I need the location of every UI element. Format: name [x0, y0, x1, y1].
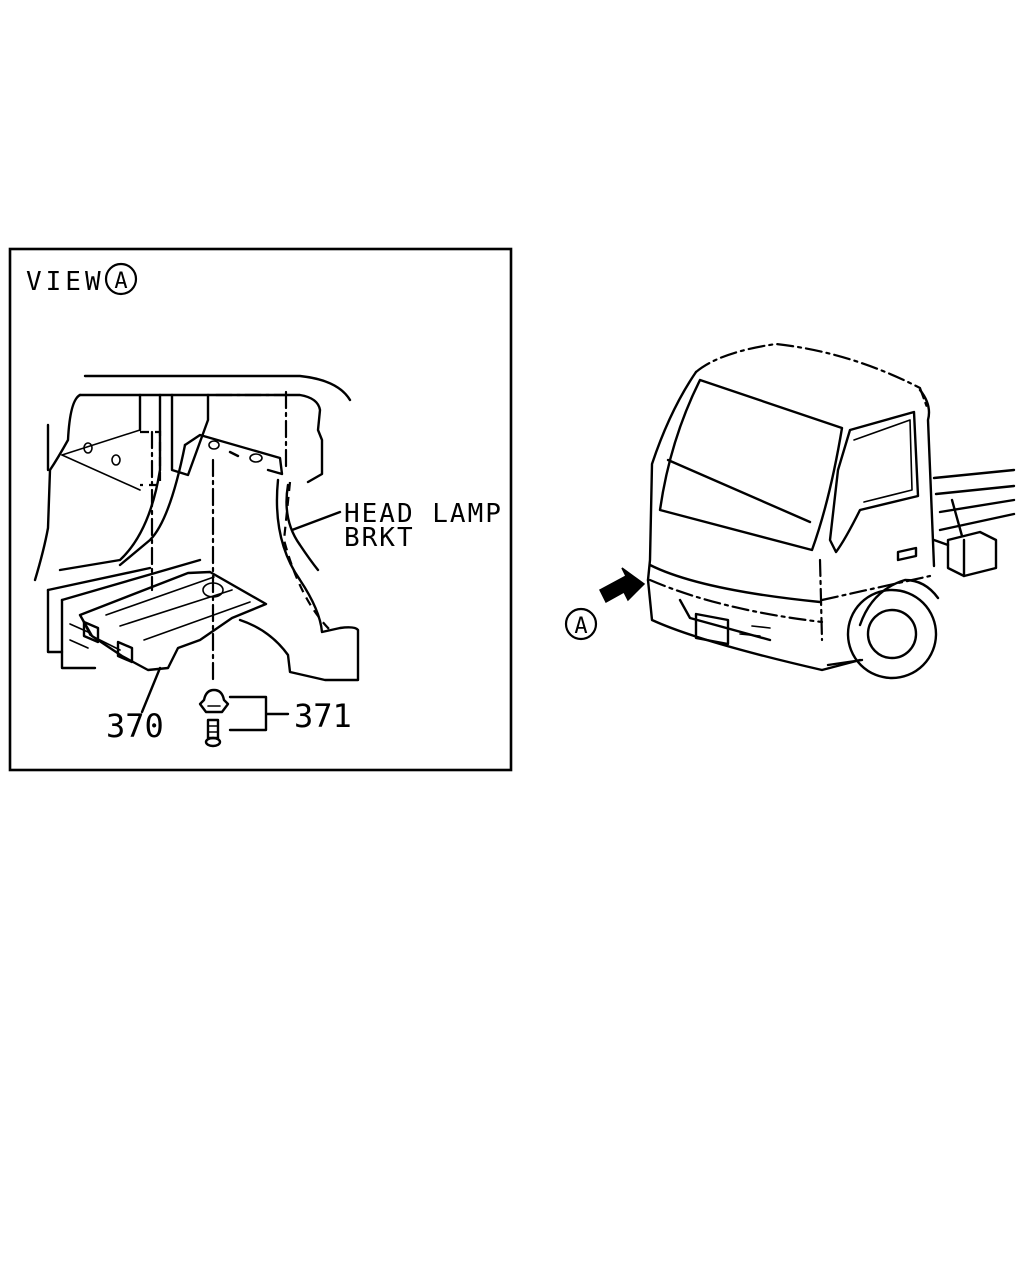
leader-head-lamp: [290, 510, 342, 532]
centre-lines: [150, 390, 288, 684]
detail-view-frame: [8, 247, 513, 772]
part-370-holder: [69, 570, 268, 672]
part-370-label: 370: [106, 707, 164, 745]
view-label-circle: [104, 262, 138, 296]
detail-view-panel: VIEW A: [8, 247, 513, 772]
head-lamp-label-line2: BRKT: [344, 523, 415, 553]
fender-bracket-structure: [33, 374, 360, 682]
arrow-marker-circle: [564, 607, 598, 641]
view-label-letter: A: [114, 269, 127, 294]
hidden-edge: [140, 430, 162, 487]
arrow-marker-letter: A: [574, 614, 587, 639]
truck-illustration: A: [564, 342, 1016, 680]
head-lamp-label-line1: HEAD LAMP: [344, 499, 503, 529]
view-direction-arrow: [599, 567, 646, 604]
leader-371: [228, 695, 290, 732]
view-label-text: VIEW: [26, 267, 105, 297]
part-371-label: 371: [294, 697, 352, 735]
leader-370: [140, 666, 162, 714]
part-371-clip: [198, 688, 230, 748]
